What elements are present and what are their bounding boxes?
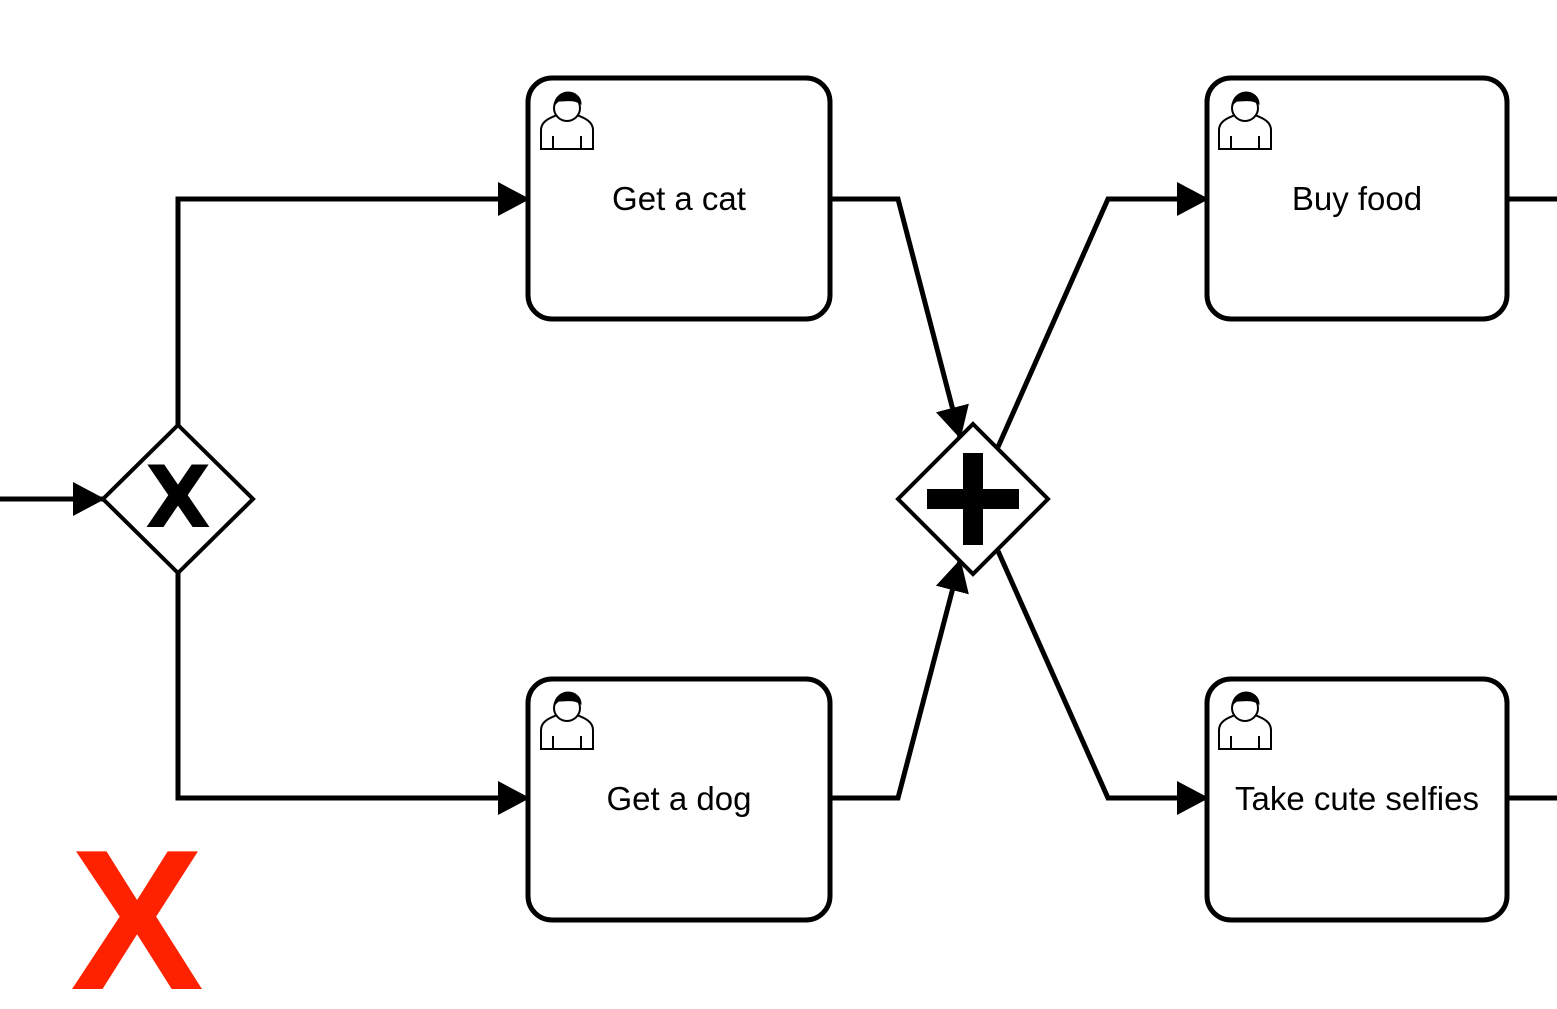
task-label: Buy food	[1292, 180, 1422, 217]
task-get-a-dog[interactable]: Get a dog	[525, 676, 833, 923]
sequence-flows	[0, 182, 1557, 815]
task-label: Get a dog	[607, 780, 752, 817]
flow-exclusive-to-get-cat[interactable]	[175, 182, 530, 425]
flow-get-cat-to-parallel[interactable]	[830, 196, 969, 439]
flow-exclusive-to-get-dog[interactable]	[175, 573, 530, 815]
task-take-cute-selfies[interactable]: Take cute selfies	[1204, 676, 1510, 923]
flow-parallel-to-buy-food[interactable]	[995, 182, 1209, 449]
flow-parallel-to-take-selfies[interactable]	[995, 549, 1209, 815]
task-label: Take cute selfies	[1235, 780, 1479, 817]
task-buy-food[interactable]: Buy food	[1204, 75, 1510, 322]
task-label: Get a cat	[612, 180, 746, 217]
wrong-mark: X	[70, 809, 203, 1009]
parallel-gateway-marker	[927, 453, 1019, 545]
task-get-a-cat[interactable]: Get a cat	[525, 75, 833, 322]
exclusive-gateway[interactable]: X	[100, 422, 256, 576]
flow-get-dog-to-parallel[interactable]	[830, 559, 969, 801]
exclusive-gateway-marker: X	[145, 448, 211, 548]
parallel-gateway[interactable]	[895, 421, 1051, 577]
